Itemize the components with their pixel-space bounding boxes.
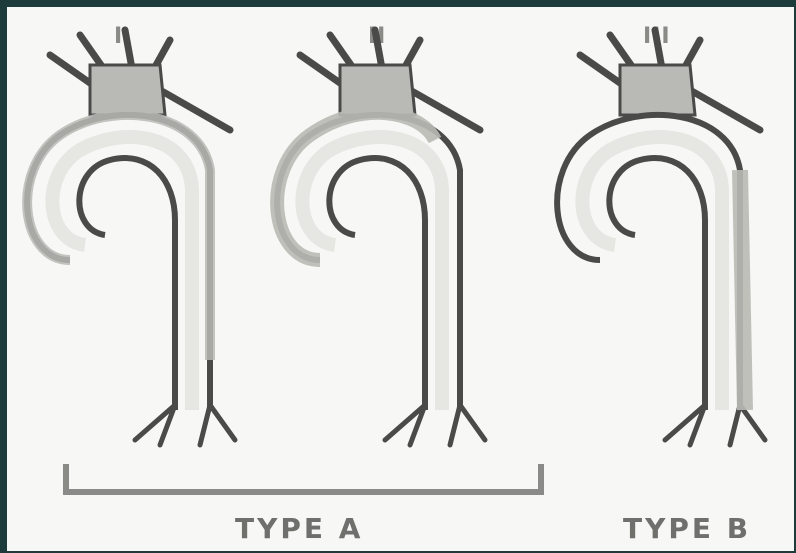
type-a-label: TYPE A [235,512,363,545]
aorta-diagram-type-ii [277,30,485,445]
aorta-diagram-type-i [27,30,235,445]
type-b-label: TYPE B [623,512,751,545]
aorta-diagram-type-iii [557,30,765,445]
type-a-bracket [66,464,541,492]
